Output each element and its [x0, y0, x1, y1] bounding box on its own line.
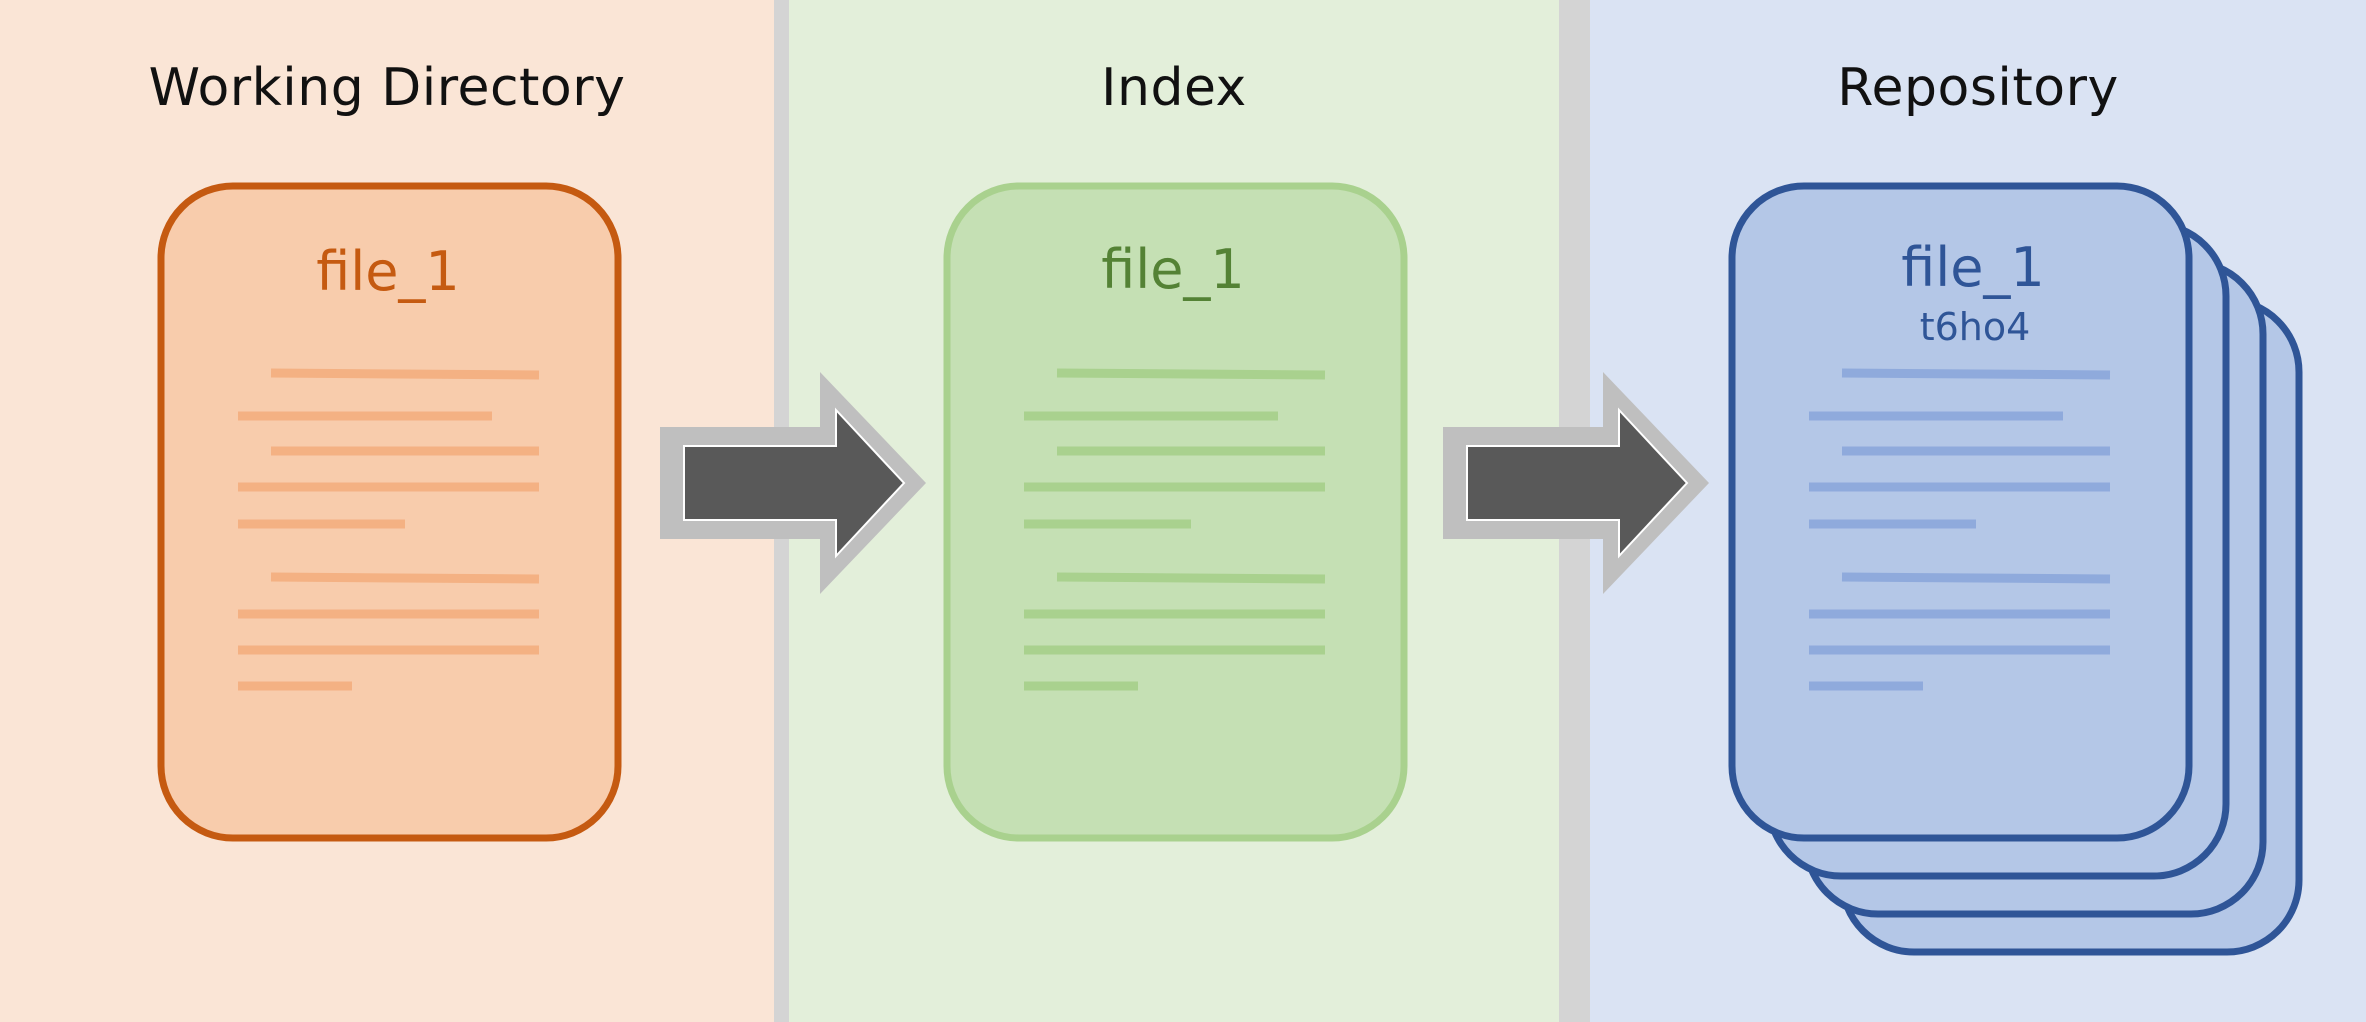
working-file-name: file_1 — [316, 240, 460, 303]
repository-file-stack: file_1 t6ho4 — [1728, 182, 2303, 956]
index-file-name: file_1 — [1101, 238, 1245, 301]
repository-commit-hash: t6ho4 — [1920, 305, 2031, 349]
repository-file-name: file_1 — [1901, 236, 2045, 299]
working-directory-title: Working Directory — [148, 58, 626, 118]
working-file-text-lines — [238, 368, 540, 691]
working-file-card: file_1 — [157, 182, 622, 842]
commit-arrow-icon — [1443, 372, 1709, 594]
repository-file-card — [1728, 182, 2193, 842]
index-file-shape — [943, 182, 1408, 842]
repository-title: Repository — [1837, 58, 2119, 118]
repository-file-text-lines — [1809, 368, 2111, 691]
index-file-card: file_1 — [943, 182, 1408, 842]
index-title: Index — [1101, 58, 1247, 118]
index-panel: Index — [789, 0, 1559, 1022]
index-file-text-lines — [1024, 368, 1326, 691]
stage-arrow-icon — [660, 372, 926, 594]
working-file-shape — [157, 182, 622, 842]
